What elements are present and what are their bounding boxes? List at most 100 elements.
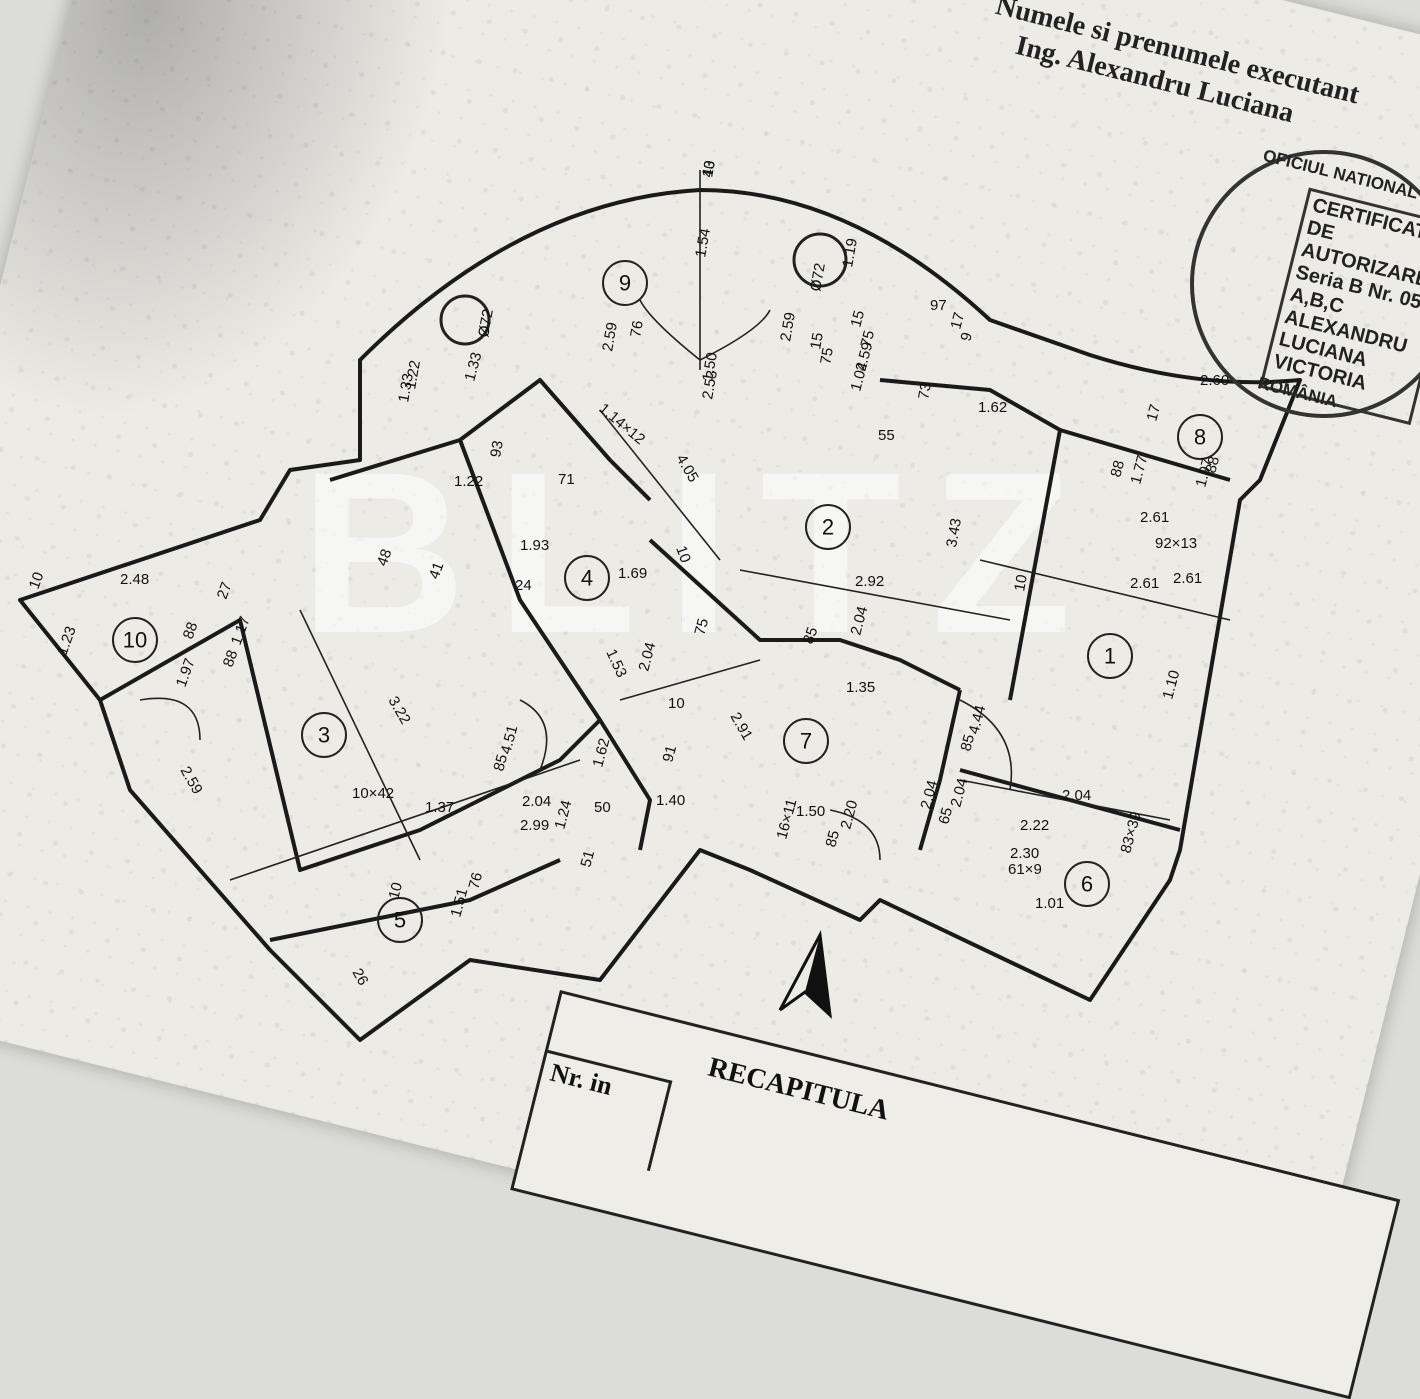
dim-line-4	[979, 559, 1231, 621]
dimension-label: 93	[487, 439, 507, 458]
dimension-label: 65	[935, 806, 956, 827]
dimension-label: 1.97	[173, 656, 199, 689]
dimension-label: 2.04	[1062, 787, 1091, 804]
dimension-label: 26	[349, 966, 372, 989]
svg-text:9: 9	[619, 271, 631, 296]
dimension-label: 3.22	[385, 694, 414, 728]
dimension-label: 88	[220, 648, 242, 669]
dimension-label: 75	[691, 617, 712, 638]
door-arc	[639, 299, 701, 361]
dimension-label: 1.62	[978, 399, 1007, 416]
dim-line-5	[959, 779, 1171, 821]
wall-partition-d	[879, 378, 1062, 701]
dimension-label: 2.48	[120, 571, 149, 588]
dimension-label: 27	[214, 580, 236, 601]
dimension-label: 71	[558, 471, 575, 488]
door-arc	[139, 697, 201, 741]
dimension-label: 1.51	[447, 886, 471, 919]
dimension-label: 73	[915, 381, 935, 400]
dimension-label: Ø72	[807, 262, 829, 293]
dimension-label: 48	[374, 547, 396, 568]
dimension-label: 91	[659, 744, 680, 765]
dimension-label: 75	[817, 346, 837, 365]
dimension-label: 1.97	[1192, 456, 1216, 489]
north-arrow-icon	[778, 930, 832, 1019]
dimension-label: 10×42	[352, 785, 394, 802]
dimension-label: 1.33	[395, 372, 417, 404]
dimension-label: 1.04	[847, 360, 871, 393]
dimension-label: 85	[800, 625, 822, 646]
column-circle	[792, 232, 848, 288]
dimension-label: 1.50	[699, 351, 721, 383]
dimension-label: 85	[822, 829, 843, 850]
dimension-label: 1.35	[846, 679, 875, 696]
dimension-label: 2.92	[855, 573, 884, 590]
dimension-label: 24	[515, 577, 532, 594]
dimension-label: 2.91	[727, 710, 756, 744]
dimension-label: 1.10	[1159, 668, 1183, 701]
dimension-label: 88	[180, 620, 202, 641]
dimension-label: 2.59	[777, 311, 799, 343]
dimension-label: 51	[577, 849, 598, 870]
dimension-label: 76	[627, 319, 647, 338]
dimension-label: 17	[1143, 403, 1164, 424]
dimension-label: 4.05	[673, 452, 702, 486]
dimension-label: 92×13	[1155, 535, 1197, 552]
dimension-label: 1.77	[1127, 453, 1151, 486]
wall-partition-b	[458, 439, 652, 851]
dimension-label: 1.19	[839, 237, 861, 269]
dimension-label: 2.04	[847, 604, 871, 637]
room-label-7: 7	[783, 718, 829, 764]
dimension-label: 2.20	[837, 798, 861, 831]
dimension-label: 10	[385, 881, 406, 902]
floor-plan: 9 2 8 4 1 10 3 7	[18, 159, 1302, 1042]
svg-text:3: 3	[318, 723, 330, 748]
dimension-label: 75	[857, 329, 878, 350]
dimension-label: 2.99	[520, 817, 549, 834]
dimension-label: 2.59	[177, 764, 206, 798]
dimension-label: 10	[1011, 573, 1031, 592]
dimension-label: Ø72	[475, 308, 497, 339]
dimension-label: 4.51	[497, 723, 521, 756]
dimension-label: 2.04	[917, 778, 941, 811]
dimension-label: 2.30	[1010, 845, 1039, 862]
svg-text:8: 8	[1194, 425, 1206, 450]
dimension-label: 83×39	[1117, 810, 1144, 855]
dimension-label: 76	[465, 871, 486, 892]
dimension-label: 10	[672, 544, 694, 565]
dimension-label: 85	[957, 733, 978, 754]
dim-line-8	[619, 659, 761, 701]
dimension-label: 1.24	[551, 798, 575, 831]
dimension-label: 2.22	[1020, 817, 1049, 834]
dimension-label: 2.61	[1140, 509, 1169, 526]
room-label-5: 5	[377, 897, 423, 943]
dimension-label: 1.93	[520, 537, 549, 554]
svg-text:1: 1	[1104, 644, 1116, 669]
dimension-label: 2.04	[947, 776, 971, 809]
dimension-label: 1.01	[1035, 895, 1064, 912]
room-label-2: 2	[805, 504, 851, 550]
dimension-label: 55	[878, 427, 895, 444]
outer-wall	[18, 188, 1302, 1042]
room-label-9: 9	[602, 260, 648, 306]
dimension-label: 10	[668, 695, 685, 712]
dimension-label: 2.04	[522, 793, 551, 810]
dimension-label: 2.59	[852, 340, 876, 373]
dimension-label: 1.23	[54, 624, 80, 657]
dimension-label: 1.69	[618, 565, 647, 582]
dimension-label: 88	[1107, 459, 1128, 480]
dimension-label: 10	[699, 159, 719, 178]
svg-text:2: 2	[822, 515, 834, 540]
dimension-label: 85	[490, 753, 511, 774]
dimension-label: 2.60	[1200, 372, 1229, 389]
wall-partition-f	[959, 768, 1181, 832]
wall-partition-i	[1059, 428, 1231, 482]
floor-plan-svg: 9 2 8 4 1 10 3 7	[18, 159, 1302, 1042]
room-label-6: 6	[1064, 861, 1110, 907]
dimension-label: 2.59	[599, 321, 621, 353]
dimension-label: 43	[699, 159, 719, 178]
dimension-label: 1.17	[228, 614, 254, 647]
svg-text:7: 7	[800, 729, 812, 754]
dimension-label: 61×9	[1008, 861, 1042, 878]
